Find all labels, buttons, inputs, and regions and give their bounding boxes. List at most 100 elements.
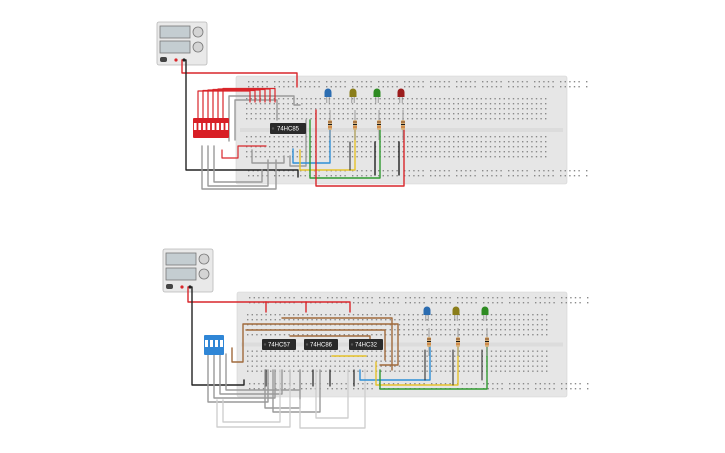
wire-red-led[interactable] xyxy=(315,109,405,187)
dip-toggle[interactable] xyxy=(207,123,211,130)
terminal-hole xyxy=(517,113,519,115)
power-switch[interactable] xyxy=(160,57,167,62)
led-yellow[interactable] xyxy=(452,306,460,321)
resistor[interactable] xyxy=(456,328,460,356)
wire-gray[interactable] xyxy=(251,149,285,164)
terminal-hole xyxy=(457,141,459,143)
power-switch[interactable] xyxy=(166,284,173,289)
led-blue[interactable] xyxy=(324,88,332,104)
wire-gray[interactable] xyxy=(219,353,283,395)
resistor[interactable] xyxy=(353,110,357,140)
resistor[interactable] xyxy=(328,110,332,140)
power-rail-hole xyxy=(466,297,468,299)
terminal-hole xyxy=(251,334,253,336)
current-knob[interactable] xyxy=(198,268,210,280)
chip-74hc32[interactable]: 74HC32 xyxy=(349,339,383,350)
terminal-hole xyxy=(545,141,547,143)
center-channel xyxy=(240,128,563,132)
voltage-knob[interactable] xyxy=(192,26,204,38)
resistor[interactable] xyxy=(427,328,431,356)
terminal-hole xyxy=(467,329,470,331)
dip-toggle[interactable] xyxy=(225,123,229,130)
wire-gray[interactable] xyxy=(213,145,263,183)
dip-toggle[interactable] xyxy=(220,123,224,130)
wire-gray[interactable] xyxy=(213,353,276,399)
dip-toggle[interactable] xyxy=(198,123,202,130)
led-green[interactable] xyxy=(373,88,381,104)
resistor[interactable] xyxy=(377,110,381,140)
chip-74hc86[interactable]: 74HC86 xyxy=(304,339,338,350)
wire-red-switch[interactable] xyxy=(221,145,267,159)
terminal-hole xyxy=(398,329,401,331)
wire-light-gray[interactable] xyxy=(222,369,281,423)
terminal-hole xyxy=(477,334,479,336)
terminal-hole xyxy=(443,98,446,100)
current-knob[interactable] xyxy=(192,41,204,53)
dip-toggle[interactable] xyxy=(220,340,223,347)
terminal-hole xyxy=(512,108,515,110)
power-supply-bottom[interactable] xyxy=(162,248,214,293)
terminal-hole xyxy=(495,319,497,321)
wire-gray[interactable] xyxy=(201,145,277,190)
dip-toggle[interactable] xyxy=(216,123,220,130)
wire-light-gray[interactable] xyxy=(216,369,291,428)
wire-gray[interactable] xyxy=(207,353,269,403)
wire-red-power[interactable] xyxy=(181,59,298,88)
power-supply-top[interactable] xyxy=(156,21,208,66)
wire-light-gray[interactable] xyxy=(315,369,349,419)
wire-blue[interactable] xyxy=(359,344,431,381)
positive-terminal[interactable] xyxy=(174,58,178,62)
wire-red-switch[interactable] xyxy=(222,87,276,119)
wire-green[interactable] xyxy=(379,344,488,390)
resistor[interactable] xyxy=(401,110,405,140)
terminal-hole xyxy=(375,360,378,362)
dip-toggle[interactable] xyxy=(202,123,206,130)
terminal-hole xyxy=(402,103,404,105)
positive-terminal[interactable] xyxy=(180,285,184,289)
wire-light-gray[interactable] xyxy=(299,369,366,429)
wire-yellow[interactable] xyxy=(375,344,459,386)
resistor[interactable] xyxy=(485,328,489,356)
wire-gray[interactable] xyxy=(234,99,278,141)
dip-switch-top[interactable] xyxy=(193,118,229,138)
dip-toggle[interactable] xyxy=(215,340,218,347)
led-red[interactable] xyxy=(397,88,405,104)
wire-gray[interactable] xyxy=(272,369,321,413)
wire-red-power[interactable] xyxy=(187,286,351,313)
terminal-hole xyxy=(454,365,456,367)
wire-brown[interactable] xyxy=(231,323,399,366)
led-blue[interactable] xyxy=(423,306,431,321)
negative-terminal[interactable] xyxy=(188,285,192,289)
power-rail-hole xyxy=(482,86,484,88)
led-green[interactable] xyxy=(481,306,489,321)
wire-black-ground[interactable] xyxy=(185,59,299,178)
power-rail-hole xyxy=(586,175,588,177)
power-rail-hole xyxy=(538,175,540,177)
wire-brown[interactable] xyxy=(245,329,386,361)
dip-toggle[interactable] xyxy=(211,123,215,130)
wire-gray[interactable] xyxy=(207,145,269,187)
wire-black-ground[interactable] xyxy=(191,286,245,386)
wire-gray[interactable] xyxy=(228,95,301,142)
terminal-hole xyxy=(398,350,401,352)
wire-yellow[interactable] xyxy=(299,129,356,171)
wire-gray[interactable] xyxy=(264,369,301,409)
dip-switch-bottom[interactable] xyxy=(204,335,224,355)
wire-blue[interactable] xyxy=(292,129,331,164)
breadboard-top[interactable] xyxy=(235,75,588,185)
dip-toggle[interactable] xyxy=(205,340,208,347)
chip-74hc85[interactable]: 74HC85 xyxy=(270,123,306,134)
negative-terminal[interactable] xyxy=(182,58,186,62)
chip-74hc57[interactable]: 74HC57 xyxy=(262,339,296,350)
terminal-hole xyxy=(403,360,405,362)
dip-toggle[interactable] xyxy=(210,340,213,347)
dip-toggle[interactable] xyxy=(193,123,197,130)
power-rail-hole xyxy=(544,388,546,390)
wire-green[interactable] xyxy=(309,119,381,179)
led-yellow[interactable] xyxy=(349,88,357,104)
wire-brown[interactable] xyxy=(281,317,393,371)
wire-gray[interactable] xyxy=(289,119,307,167)
terminal-hole xyxy=(389,360,391,362)
voltage-knob[interactable] xyxy=(198,253,210,265)
terminal-hole xyxy=(352,334,355,336)
